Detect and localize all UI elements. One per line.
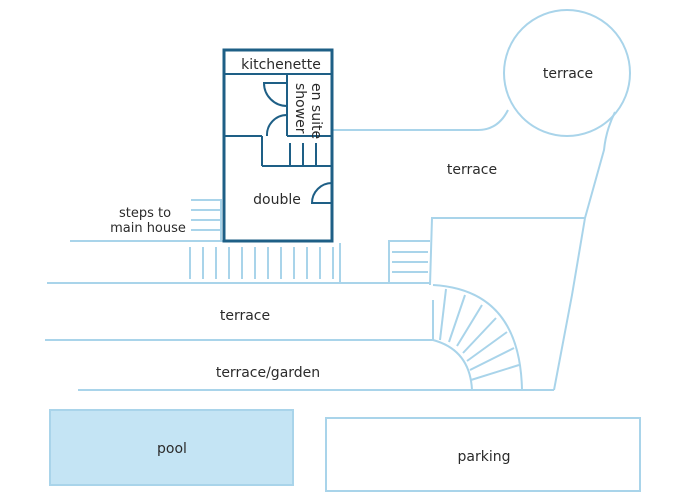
label-steps-1: steps to (119, 206, 171, 221)
pool-area (49, 409, 294, 486)
label-en-suite: en suite (308, 83, 324, 139)
label-kitchenette: kitchenette (241, 57, 321, 73)
label-steps-2: main house (110, 221, 186, 236)
right-steps-outline (388, 240, 430, 283)
label-parking: parking (458, 449, 511, 465)
path-circle-right (584, 111, 616, 219)
label-pool: pool (157, 441, 187, 457)
label-terrace-circle: terrace (543, 66, 593, 82)
label-terrace-upper: terrace (447, 162, 497, 178)
suite-building (222, 48, 334, 243)
terrace-circle-area (333, 9, 631, 219)
steps-to-main-house (191, 199, 222, 241)
label-double: double (253, 192, 301, 208)
suite-outer-wall (222, 48, 334, 243)
path-to-circle (333, 109, 509, 131)
terrace-band-edge (47, 243, 341, 284)
right-terrace-outline (429, 217, 586, 391)
terrace-circle (503, 9, 631, 137)
curved-staircase (432, 284, 523, 391)
stair-outer-arc (432, 284, 523, 391)
label-terrace-middle: terrace (220, 308, 270, 324)
ensuite-door-2 (265, 113, 288, 137)
double-door (310, 182, 333, 204)
label-terrace-garden: terrace/garden (216, 365, 320, 381)
parking-area (325, 417, 641, 492)
right-terrace-edge (553, 217, 586, 391)
ensuite-door (262, 82, 288, 107)
upper-terrace-edge (429, 217, 585, 286)
right-small-steps (388, 240, 430, 283)
stair-inner-arc (432, 339, 473, 391)
label-shower: shower (292, 83, 308, 134)
steps-outline (191, 199, 222, 241)
terrace-steps (47, 243, 341, 284)
